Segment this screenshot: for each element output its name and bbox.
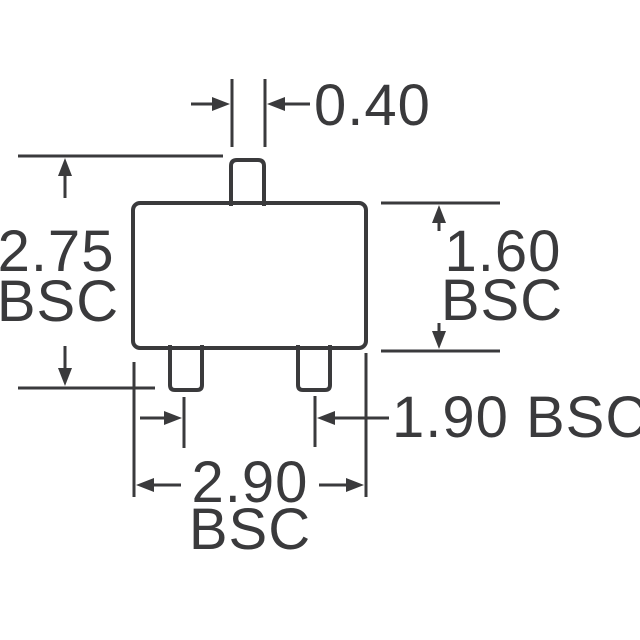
package-body (131, 201, 368, 350)
arrow-down-icon (58, 368, 72, 386)
arrow-left-icon (317, 411, 335, 425)
body-height-value-label: 1.60 (445, 219, 562, 284)
overall-height-value-label: 2.75 (0, 219, 114, 284)
arrow-down-icon (432, 331, 446, 349)
dimension-body-width: 2.90 BSC (132, 353, 368, 562)
arrow-left-icon (136, 478, 154, 492)
lead-pitch-label: 1.90 BSC (392, 385, 640, 450)
arrow-right-icon (346, 478, 364, 492)
arrow-right-icon (164, 411, 182, 425)
package-outline (131, 158, 368, 392)
arrow-up-icon (432, 205, 446, 223)
overall-height-qualifier-label: BSC (0, 269, 119, 334)
dimension-top-lead-width: 0.40 (191, 73, 431, 147)
top-lead (229, 158, 266, 206)
bottom-left-lead (168, 345, 204, 392)
dimension-overall-height: 2.75 BSC (0, 154, 223, 390)
arrow-right-icon (212, 97, 230, 111)
arrow-left-icon (267, 97, 285, 111)
bottom-right-lead (296, 345, 332, 392)
dimension-lead-pitch: 1.90 BSC (140, 385, 640, 450)
body-height-qualifier-label: BSC (441, 268, 563, 333)
body-width-value-label: 2.90 (192, 450, 309, 515)
dimension-body-height: 1.60 BSC (381, 201, 563, 353)
arrow-up-icon (58, 158, 72, 176)
body-width-qualifier-label: BSC (189, 497, 311, 562)
top-lead-width-label: 0.40 (314, 73, 431, 138)
